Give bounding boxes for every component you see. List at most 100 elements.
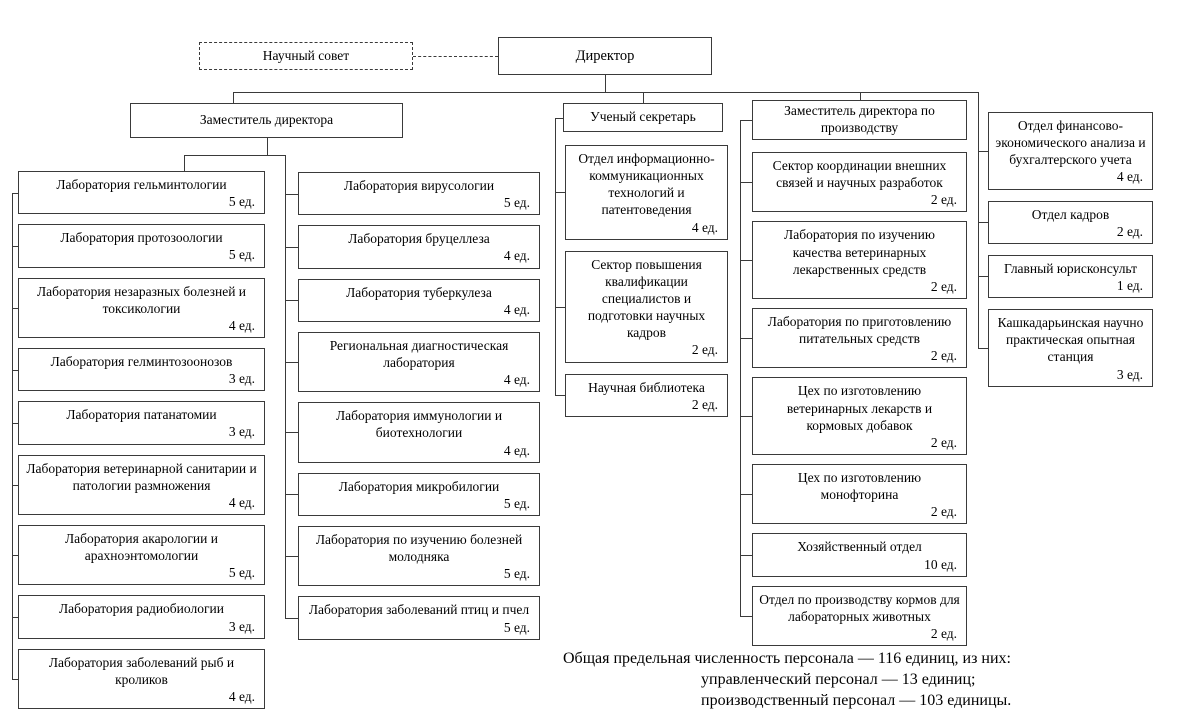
box-title: Кашкадарьинская научно практическая опыт… — [997, 315, 1144, 365]
director-box: Директор — [498, 37, 712, 75]
box-count: 2 ед. — [930, 434, 957, 450]
box-count: 2 ед. — [691, 396, 718, 412]
org-box: Лаборатория акарологии и арахноэнтомолог… — [18, 524, 265, 586]
box-title: Лаборатория вирусологии — [343, 178, 495, 193]
box-count: 1 ед. — [1116, 277, 1143, 293]
connector-line — [233, 92, 234, 103]
staff-summary-total: Общая предельная численность персонала —… — [563, 650, 1011, 667]
connector-line — [978, 348, 988, 349]
box-count: 2 ед. — [930, 278, 957, 294]
box-title: Лаборатория патанатомии — [66, 407, 217, 423]
box-title: Главный юрисконсульт — [1004, 260, 1137, 276]
box-title: Лаборатория заболеваний птиц и пчел — [308, 602, 530, 618]
box-title: Лаборатория бруцеллеза — [348, 231, 490, 247]
connector-line — [12, 423, 18, 424]
box-count: 5 ед. — [228, 565, 255, 581]
box-count: 4 ед. — [1116, 169, 1143, 185]
box-title: Хозяйственный отдел — [797, 539, 922, 555]
connector-line — [285, 362, 298, 363]
box-title: Отдел финансово-экономического анализа и… — [995, 118, 1146, 168]
science-council-box: Научный совет — [199, 42, 413, 70]
connector-line — [740, 555, 752, 556]
box-title: Лаборатория по изучению качества ветерин… — [784, 227, 935, 277]
deputy-production-label: Заместитель директора по производству — [784, 103, 935, 135]
org-box: Кашкадарьинская научно практическая опыт… — [988, 309, 1153, 387]
connector-line — [285, 432, 298, 433]
connector-line — [233, 92, 978, 93]
box-title: Отдел информационно-коммуникационных тех… — [578, 151, 715, 218]
box-title: Лаборатория гельминтологии — [56, 177, 227, 192]
connector-line — [555, 192, 565, 193]
box-count: 3 ед. — [228, 371, 255, 387]
connector-line — [12, 555, 18, 556]
connector-line — [740, 338, 752, 339]
connector-line — [740, 120, 741, 616]
org-box: Отдел информационно-коммуникационных тех… — [565, 145, 728, 240]
box-count: 5 ед. — [503, 195, 530, 211]
box-count: 4 ед. — [228, 688, 255, 704]
box-count: 2 ед. — [930, 348, 957, 364]
deputy-production-box: Заместитель директора по производству — [752, 100, 967, 140]
connector-line — [978, 222, 988, 223]
column-production-units: Сектор координации внешних связей и науч… — [752, 152, 967, 647]
connector-line — [285, 618, 298, 619]
box-count: 5 ед. — [503, 619, 530, 635]
connector-line — [285, 300, 298, 301]
connector-line — [740, 494, 752, 495]
connector-line — [740, 616, 752, 617]
connector-line — [740, 260, 752, 261]
box-count: 2 ед. — [691, 342, 718, 358]
box-title: Лаборатория гелминтозоонозов — [50, 353, 233, 369]
org-box: Лаборатория по изучению болезней молодня… — [298, 525, 540, 587]
director-label: Директор — [575, 47, 635, 64]
connector-line — [643, 92, 644, 103]
org-box: Лаборатория гелминтозоонозов 3 ед. — [18, 347, 265, 392]
connector-line — [978, 276, 988, 277]
box-title: Сектор координации внешних связей и науч… — [772, 158, 947, 191]
box-title: Лаборатория по приготовлению питательных… — [767, 313, 952, 347]
box-count: 5 ед. — [228, 247, 255, 263]
box-count: 10 ед. — [924, 556, 957, 572]
connector-line — [285, 247, 298, 248]
dashed-connector-line — [413, 56, 498, 57]
connector-line — [12, 679, 18, 680]
box-count: 4 ед. — [228, 317, 255, 333]
box-title: Лаборатория заболеваний рыб и кроликов — [48, 654, 235, 687]
connector-line — [285, 194, 298, 195]
org-box: Лаборатория по приготовлению питательных… — [752, 307, 967, 369]
box-title: Лаборатория по изучению болезней молодня… — [315, 531, 523, 565]
org-box: Сектор повышения квалификации специалист… — [565, 250, 728, 363]
org-box: Отдел по производству кормов для лаборат… — [752, 585, 967, 647]
box-title: Отдел кадров — [1031, 206, 1110, 222]
org-box: Лаборатория бруцеллеза 4 ед. — [298, 225, 540, 269]
box-count: 2 ед. — [1116, 223, 1143, 239]
box-count: 4 ед. — [503, 372, 530, 388]
connector-line — [740, 182, 752, 183]
column-secretary-units: Отдел информационно-коммуникационных тех… — [565, 145, 728, 417]
org-box: Отдел кадров 2 ед. — [988, 200, 1153, 244]
box-title: Отдел по производству кормов для лаборат… — [759, 591, 960, 624]
box-count: 3 ед. — [1116, 366, 1143, 382]
connector-line — [555, 307, 565, 308]
box-title: Сектор повышения квалификации специалист… — [587, 256, 706, 341]
connector-line — [285, 556, 298, 557]
org-box: Региональная диагностическая лаборатория… — [298, 331, 540, 393]
box-title: Лаборатория радиобиологии — [59, 601, 224, 617]
box-count: 5 ед. — [503, 495, 530, 511]
box-count: 4 ед. — [503, 248, 530, 264]
connector-line — [859, 92, 861, 100]
box-count: 4 ед. — [691, 219, 718, 235]
scientific-secretary-label: Ученый секретарь — [590, 109, 696, 125]
box-title: Лаборатория микробилогии — [338, 478, 500, 494]
staff-summary: Общая предельная численность персонала —… — [563, 648, 1011, 711]
